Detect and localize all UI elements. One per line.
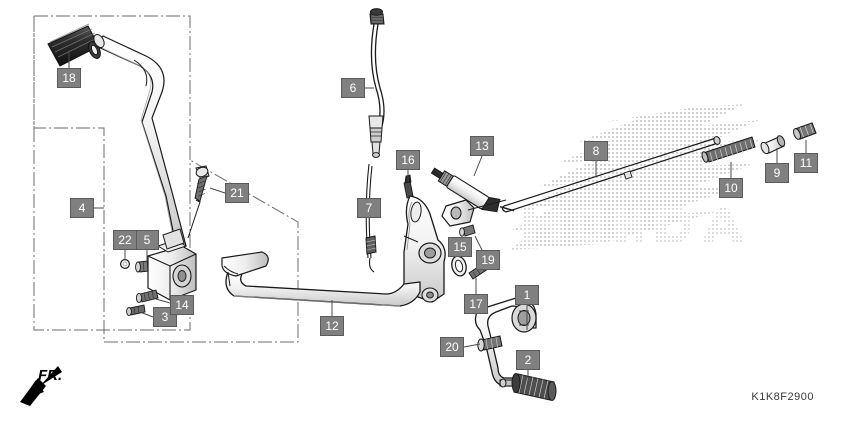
- callout-7[interactable]: 7: [357, 198, 381, 218]
- callout-21[interactable]: 21: [225, 183, 249, 203]
- callout-13[interactable]: 13: [470, 136, 494, 156]
- callout-9[interactable]: 9: [765, 163, 789, 183]
- callout-15[interactable]: 15: [448, 237, 472, 257]
- part-number-label: K1K8F2900: [751, 391, 814, 403]
- part-lock-nut: [793, 122, 817, 140]
- callout-5[interactable]: 5: [135, 230, 159, 250]
- callout-17[interactable]: 17: [464, 294, 488, 314]
- callout-19[interactable]: 19: [476, 250, 500, 270]
- part-gearshift-rod: [501, 136, 721, 213]
- front-direction-arrow: [20, 366, 62, 406]
- callout-14[interactable]: 14: [170, 295, 194, 315]
- part-threaded-rod: [701, 136, 756, 163]
- callout-10[interactable]: 10: [719, 178, 743, 198]
- callout-12[interactable]: 12: [320, 316, 344, 336]
- callout-22[interactable]: 22: [113, 230, 137, 250]
- callout-4[interactable]: 4: [70, 198, 94, 218]
- part-brake-pedal-arm: [221, 251, 421, 307]
- part-washer-ring: [451, 255, 467, 277]
- part-flange-bolt: [187, 165, 210, 239]
- part-rod-joint: [760, 135, 786, 155]
- callout-8[interactable]: 8: [584, 141, 608, 161]
- front-direction-label: FR.: [38, 367, 63, 384]
- part-return-spring: [365, 163, 377, 273]
- callout-20[interactable]: 20: [440, 337, 464, 357]
- part-kickstarter-grip: [47, 23, 101, 67]
- callout-leader-lines: [68, 50, 807, 385]
- part-kickstarter-lever: [93, 33, 187, 247]
- callout-1[interactable]: 1: [515, 285, 539, 305]
- part-o-ring: [119, 259, 130, 270]
- part-pedal-bracket: [403, 195, 446, 303]
- callout-2[interactable]: 2: [516, 350, 540, 370]
- part-bolt-lower: [126, 304, 146, 316]
- leader-13: [473, 155, 483, 177]
- part-brake-hose: [368, 8, 385, 158]
- leader-20: [463, 343, 481, 348]
- part-gearshift-pedal-rubber: [511, 373, 557, 401]
- part-switch-mount: [441, 199, 507, 227]
- assembly-boundary-inner: [33, 16, 299, 343]
- part-pedal-bolt: [477, 335, 503, 352]
- honda-watermark-text: [524, 208, 744, 242]
- leader-19: [474, 235, 483, 251]
- leader-14: [155, 298, 171, 304]
- part-lever-holder: [147, 228, 197, 301]
- callout-18[interactable]: 18: [57, 68, 81, 88]
- part-bolt-upper: [135, 289, 159, 304]
- part-switch-bolt: [459, 224, 476, 237]
- honda-watermark: [508, 104, 762, 250]
- leader-21: [209, 187, 226, 194]
- callout-16[interactable]: 16: [396, 150, 420, 170]
- callout-11[interactable]: 11: [794, 153, 818, 173]
- callout-6[interactable]: 6: [341, 78, 365, 98]
- leader-3: [139, 311, 154, 318]
